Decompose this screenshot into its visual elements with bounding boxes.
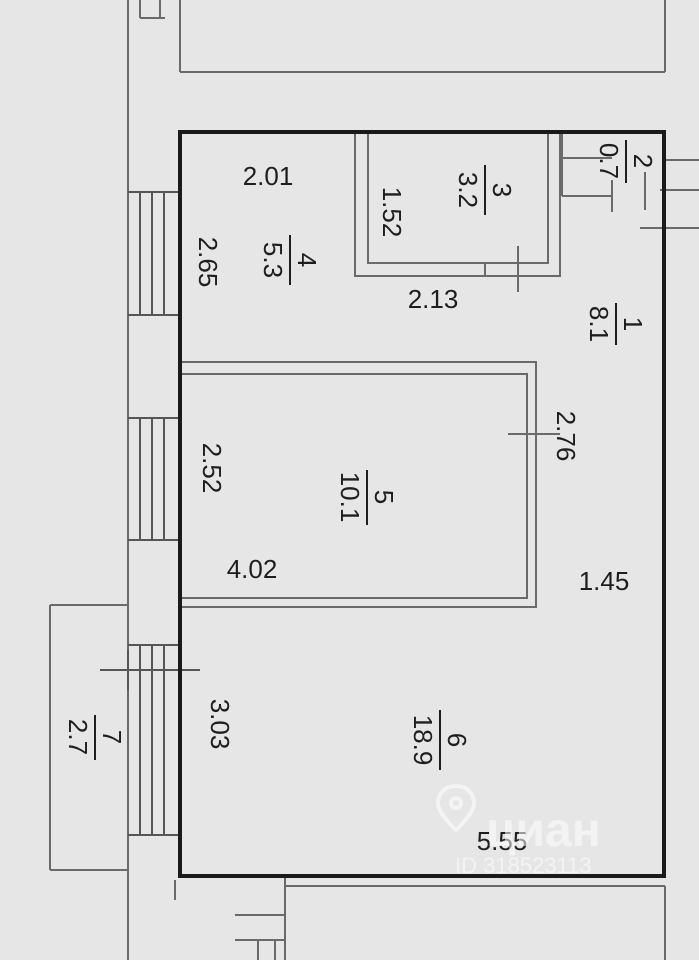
room-1-area: 8.1 [584, 306, 614, 342]
dimension-label: 5.55 [477, 826, 528, 856]
location-pin-icon [435, 783, 477, 833]
room-4-area: 5.3 [258, 242, 288, 278]
room-5-label: 5 10.1 [335, 472, 399, 523]
watermark-brand: циан [486, 804, 601, 857]
room-1-number: 1 [618, 317, 648, 331]
dimension-label: 3.03 [205, 699, 235, 750]
watermark: циан ID 318523113 [435, 783, 601, 878]
dimension-label: 1.52 [377, 187, 407, 238]
partitions [182, 132, 646, 608]
dimension-label: 2.65 [193, 237, 223, 288]
room-2-area: 0.7 [594, 143, 624, 179]
room-3-number: 3 [487, 183, 517, 197]
room-5-area: 10.1 [335, 472, 365, 523]
room-6-label: 6 18.9 [408, 715, 472, 766]
surrounding-lines [49, 0, 699, 960]
room-7-area: 2.7 [63, 719, 93, 755]
fraction-bars [94, 140, 627, 770]
room-2-label: 2 0.7 [594, 143, 658, 179]
window-frames [100, 191, 200, 836]
dimension-label: 2.76 [551, 411, 581, 462]
room-4-label: 4 5.3 [258, 242, 322, 278]
room-3-label: 3 3.2 [453, 172, 517, 208]
watermark-id: ID 318523113 [455, 853, 592, 878]
room-7-label: 7 2.7 [63, 719, 127, 755]
room-2-number: 2 [628, 154, 658, 168]
room-6-area: 18.9 [408, 715, 438, 766]
room-4-number: 4 [292, 253, 322, 267]
room-5-number: 5 [369, 490, 399, 504]
room-7-number: 7 [97, 730, 127, 744]
room-3-area: 3.2 [453, 172, 483, 208]
apartment-outer-wall [178, 130, 666, 878]
dimension-label: 4.02 [227, 554, 278, 584]
room-6-number: 6 [442, 733, 472, 747]
room-1-label: 1 8.1 [584, 306, 648, 342]
dimension-label: 2.13 [408, 284, 459, 314]
dimension-label: 2.01 [243, 161, 294, 191]
dimension-label: 2.52 [197, 443, 227, 494]
dimension-label: 1.45 [579, 566, 630, 596]
